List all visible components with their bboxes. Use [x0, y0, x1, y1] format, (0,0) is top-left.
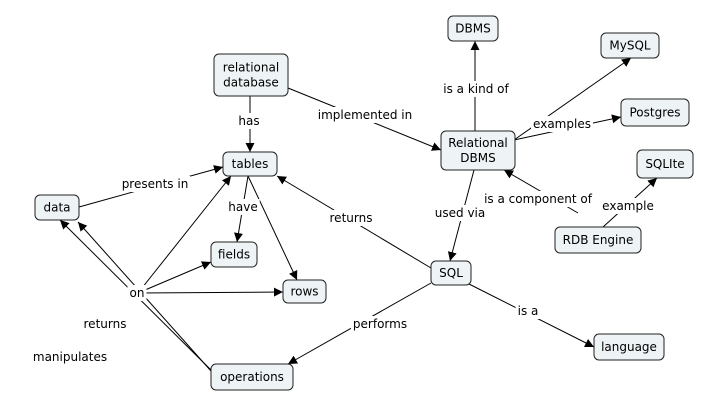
- node-label: Relational: [448, 136, 508, 150]
- edge-label: examples: [531, 116, 593, 132]
- node-mysql[interactable]: MySQL: [600, 32, 660, 59]
- node-box: [440, 130, 516, 171]
- node-tables[interactable]: tables: [222, 151, 278, 177]
- edge-label-text: implemented in: [318, 108, 413, 122]
- edge-label-text: example: [602, 199, 654, 213]
- edge-label-text: has: [238, 114, 259, 128]
- node-box: [213, 53, 289, 97]
- node-label: database: [223, 76, 279, 90]
- node-rows[interactable]: rows: [282, 279, 327, 304]
- edge-operations-to-fields: [137, 261, 212, 294]
- edge-label-text: performs: [353, 317, 407, 331]
- edge-label: presents in: [119, 176, 191, 192]
- edge-label: performs: [350, 316, 410, 332]
- node-box: [447, 15, 499, 42]
- edge-label-text: is a: [518, 304, 539, 318]
- node-box: [636, 149, 694, 179]
- edge-label: returns: [327, 210, 375, 226]
- node-rdb-engine[interactable]: RDB Engine: [554, 226, 642, 254]
- node-box: [210, 363, 294, 391]
- node-box: [34, 194, 80, 221]
- edge-label: on: [127, 285, 147, 301]
- node-box: [554, 226, 642, 254]
- node-box: [600, 32, 660, 59]
- node-box: [282, 279, 327, 304]
- edge-tables-to-rows: [247, 175, 298, 281]
- node-label: tables: [232, 157, 269, 171]
- node-sql[interactable]: SQL: [430, 260, 472, 286]
- node-label: rows: [290, 285, 318, 299]
- edge-operations-to-rows: [137, 287, 284, 297]
- node-label: DBMS: [455, 22, 490, 36]
- edge-label: returns: [81, 316, 129, 332]
- edge-label-text: returns: [84, 317, 127, 331]
- edge-label: implemented in: [315, 107, 415, 123]
- edge-label-text: presents in: [122, 177, 189, 191]
- node-label: data: [43, 201, 70, 215]
- edge-label: is a component of: [482, 191, 595, 207]
- edge-label: has: [236, 113, 262, 129]
- edge-label-text: is a kind of: [443, 82, 509, 96]
- node-box: [593, 333, 665, 361]
- edge-label: is a kind of: [441, 81, 512, 97]
- node-data[interactable]: data: [34, 194, 80, 221]
- node-box: [430, 260, 472, 286]
- node-dbms[interactable]: DBMS: [447, 15, 499, 42]
- node-label: Postgres: [629, 106, 680, 120]
- node-language[interactable]: language: [593, 333, 665, 361]
- edge-label: used via: [432, 205, 488, 221]
- node-label: RDB Engine: [563, 233, 634, 247]
- edge-label-text: is a component of: [484, 192, 593, 206]
- edge-label-text: returns: [330, 211, 373, 225]
- node-box: [222, 151, 278, 177]
- edge-operations-to-tables: [137, 175, 232, 294]
- edge-label-text: manipulates: [33, 350, 107, 364]
- edge-label-text: on: [130, 286, 145, 300]
- node-sqlite[interactable]: SQLIte: [636, 149, 694, 179]
- node-label: MySQL: [609, 39, 651, 53]
- node-label: fields: [218, 248, 250, 262]
- edge-label: have: [226, 199, 260, 215]
- node-label: language: [601, 340, 657, 354]
- node-box: [620, 98, 690, 127]
- node-label: SQLIte: [645, 157, 684, 171]
- node-label: SQL: [439, 266, 463, 280]
- edge-label: manipulates: [30, 349, 110, 365]
- node-operations[interactable]: operations: [210, 363, 294, 391]
- edge-label: example: [600, 198, 656, 214]
- node-label: operations: [220, 370, 284, 384]
- edge-label-text: examples: [533, 117, 591, 131]
- node-label: relational: [223, 61, 279, 75]
- edge-label-text: have: [228, 200, 257, 214]
- node-postgres[interactable]: Postgres: [620, 98, 690, 127]
- node-fields[interactable]: fields: [210, 241, 258, 268]
- edge-label: is a: [515, 303, 541, 319]
- node-label: DBMS: [460, 151, 495, 165]
- edge-label-text: used via: [435, 206, 485, 220]
- node-box: [210, 241, 258, 268]
